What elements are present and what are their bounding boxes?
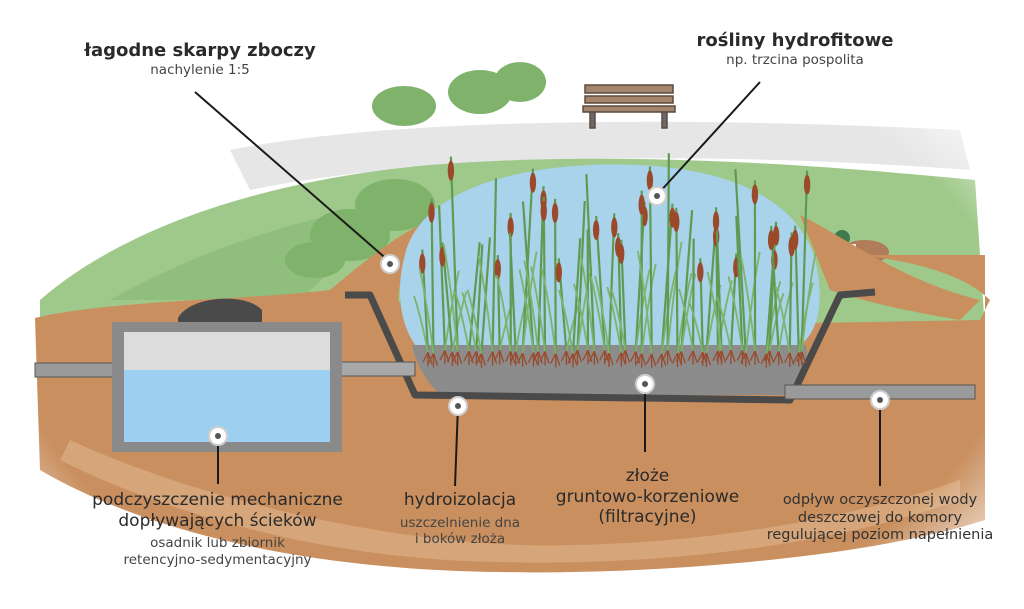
label-slopes-sub: nachylenie 1:5: [150, 61, 250, 78]
label-slopes-title: łagodne skarpy zboczy: [84, 40, 316, 61]
label-outflow-line2: deszczowej do komory: [797, 509, 963, 526]
label-bed-line3: (filtracyjne): [598, 507, 697, 528]
label-plants-sub: np. trzcina pospolita: [726, 51, 864, 68]
label-plants-title: rośliny hydrofitowe: [696, 30, 894, 51]
label-bed-line1: złoże: [625, 466, 670, 486]
label-outflow: odpływ oczyszczonej wody deszczowej do k…: [760, 492, 1000, 545]
label-insulation-sub1: uszczelnienie dna: [399, 514, 521, 531]
leader-lines: [194, 81, 881, 487]
label-insulation-title: hydroizolacja: [403, 490, 517, 510]
label-bed: złoże gruntowo-korzeniowe (filtracyjne): [545, 466, 750, 528]
label-insulation-sub2: i boków złoża: [414, 531, 506, 548]
label-slopes: łagodne skarpy zboczy nachylenie 1:5: [60, 40, 340, 78]
label-insulation: hydroizolacja uszczelnienie dna i boków …: [370, 490, 550, 548]
label-mechanical-line2: dopływających ścieków: [118, 510, 317, 531]
label-outflow-line3: regulującej poziom napełnienia: [766, 527, 994, 544]
label-mechanical-sub1: osadnik lub zbiornik: [150, 535, 285, 552]
label-bed-line2: gruntowo-korzeniowe: [555, 486, 740, 507]
label-mechanical-sub2: retencyjno-sedymentacyjny: [123, 551, 312, 568]
label-mechanical-line1: podczyszczenie mechaniczne: [92, 490, 343, 510]
label-plants: rośliny hydrofitowe np. trzcina pospolit…: [670, 30, 920, 68]
label-outflow-line1: odpływ oczyszczonej wody: [782, 492, 978, 508]
label-mechanical: podczyszczenie mechaniczne dopływających…: [65, 490, 370, 568]
